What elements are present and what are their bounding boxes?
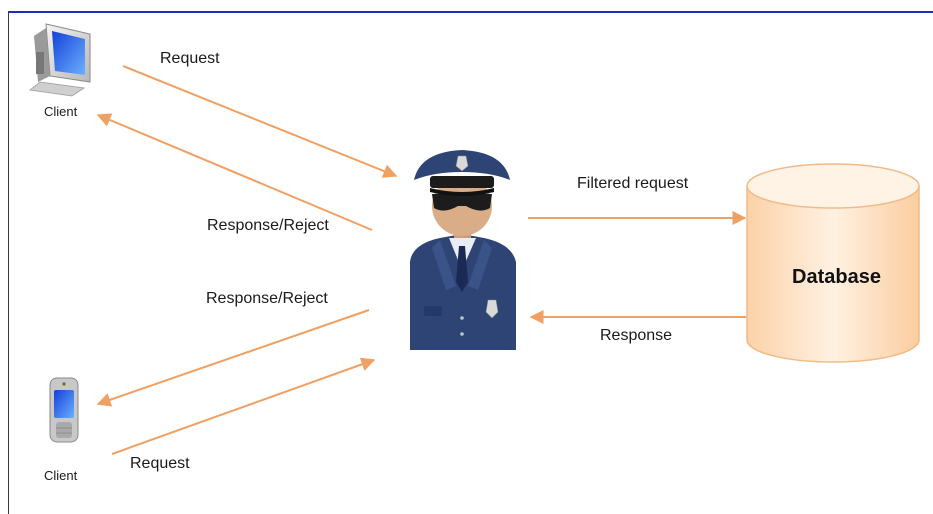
bottom-request-label: Request — [130, 455, 190, 472]
top-request-label: Request — [160, 50, 220, 67]
top-response-label: Response/Reject — [207, 217, 329, 234]
arrow-top-response — [96, 113, 373, 231]
frame-top-border — [8, 11, 933, 13]
db-response-label: Response — [600, 327, 673, 344]
arrow-top-request — [122, 65, 398, 178]
arrow-bottom-response — [96, 309, 370, 407]
client-mobile-label: Client — [44, 468, 78, 483]
desktop-computer-icon — [29, 23, 91, 97]
bottom-response-label: Response/Reject — [206, 290, 328, 307]
frame-left-border — [8, 11, 9, 514]
mobile-phone-icon — [49, 377, 79, 443]
database-cylinder — [746, 163, 920, 363]
client-desktop-label: Client — [44, 104, 78, 119]
police-officer-icon — [410, 150, 516, 350]
filtered-request-label: Filtered request — [577, 175, 689, 192]
arrow-bottom-request — [111, 357, 376, 455]
database-label: Database — [792, 266, 881, 288]
